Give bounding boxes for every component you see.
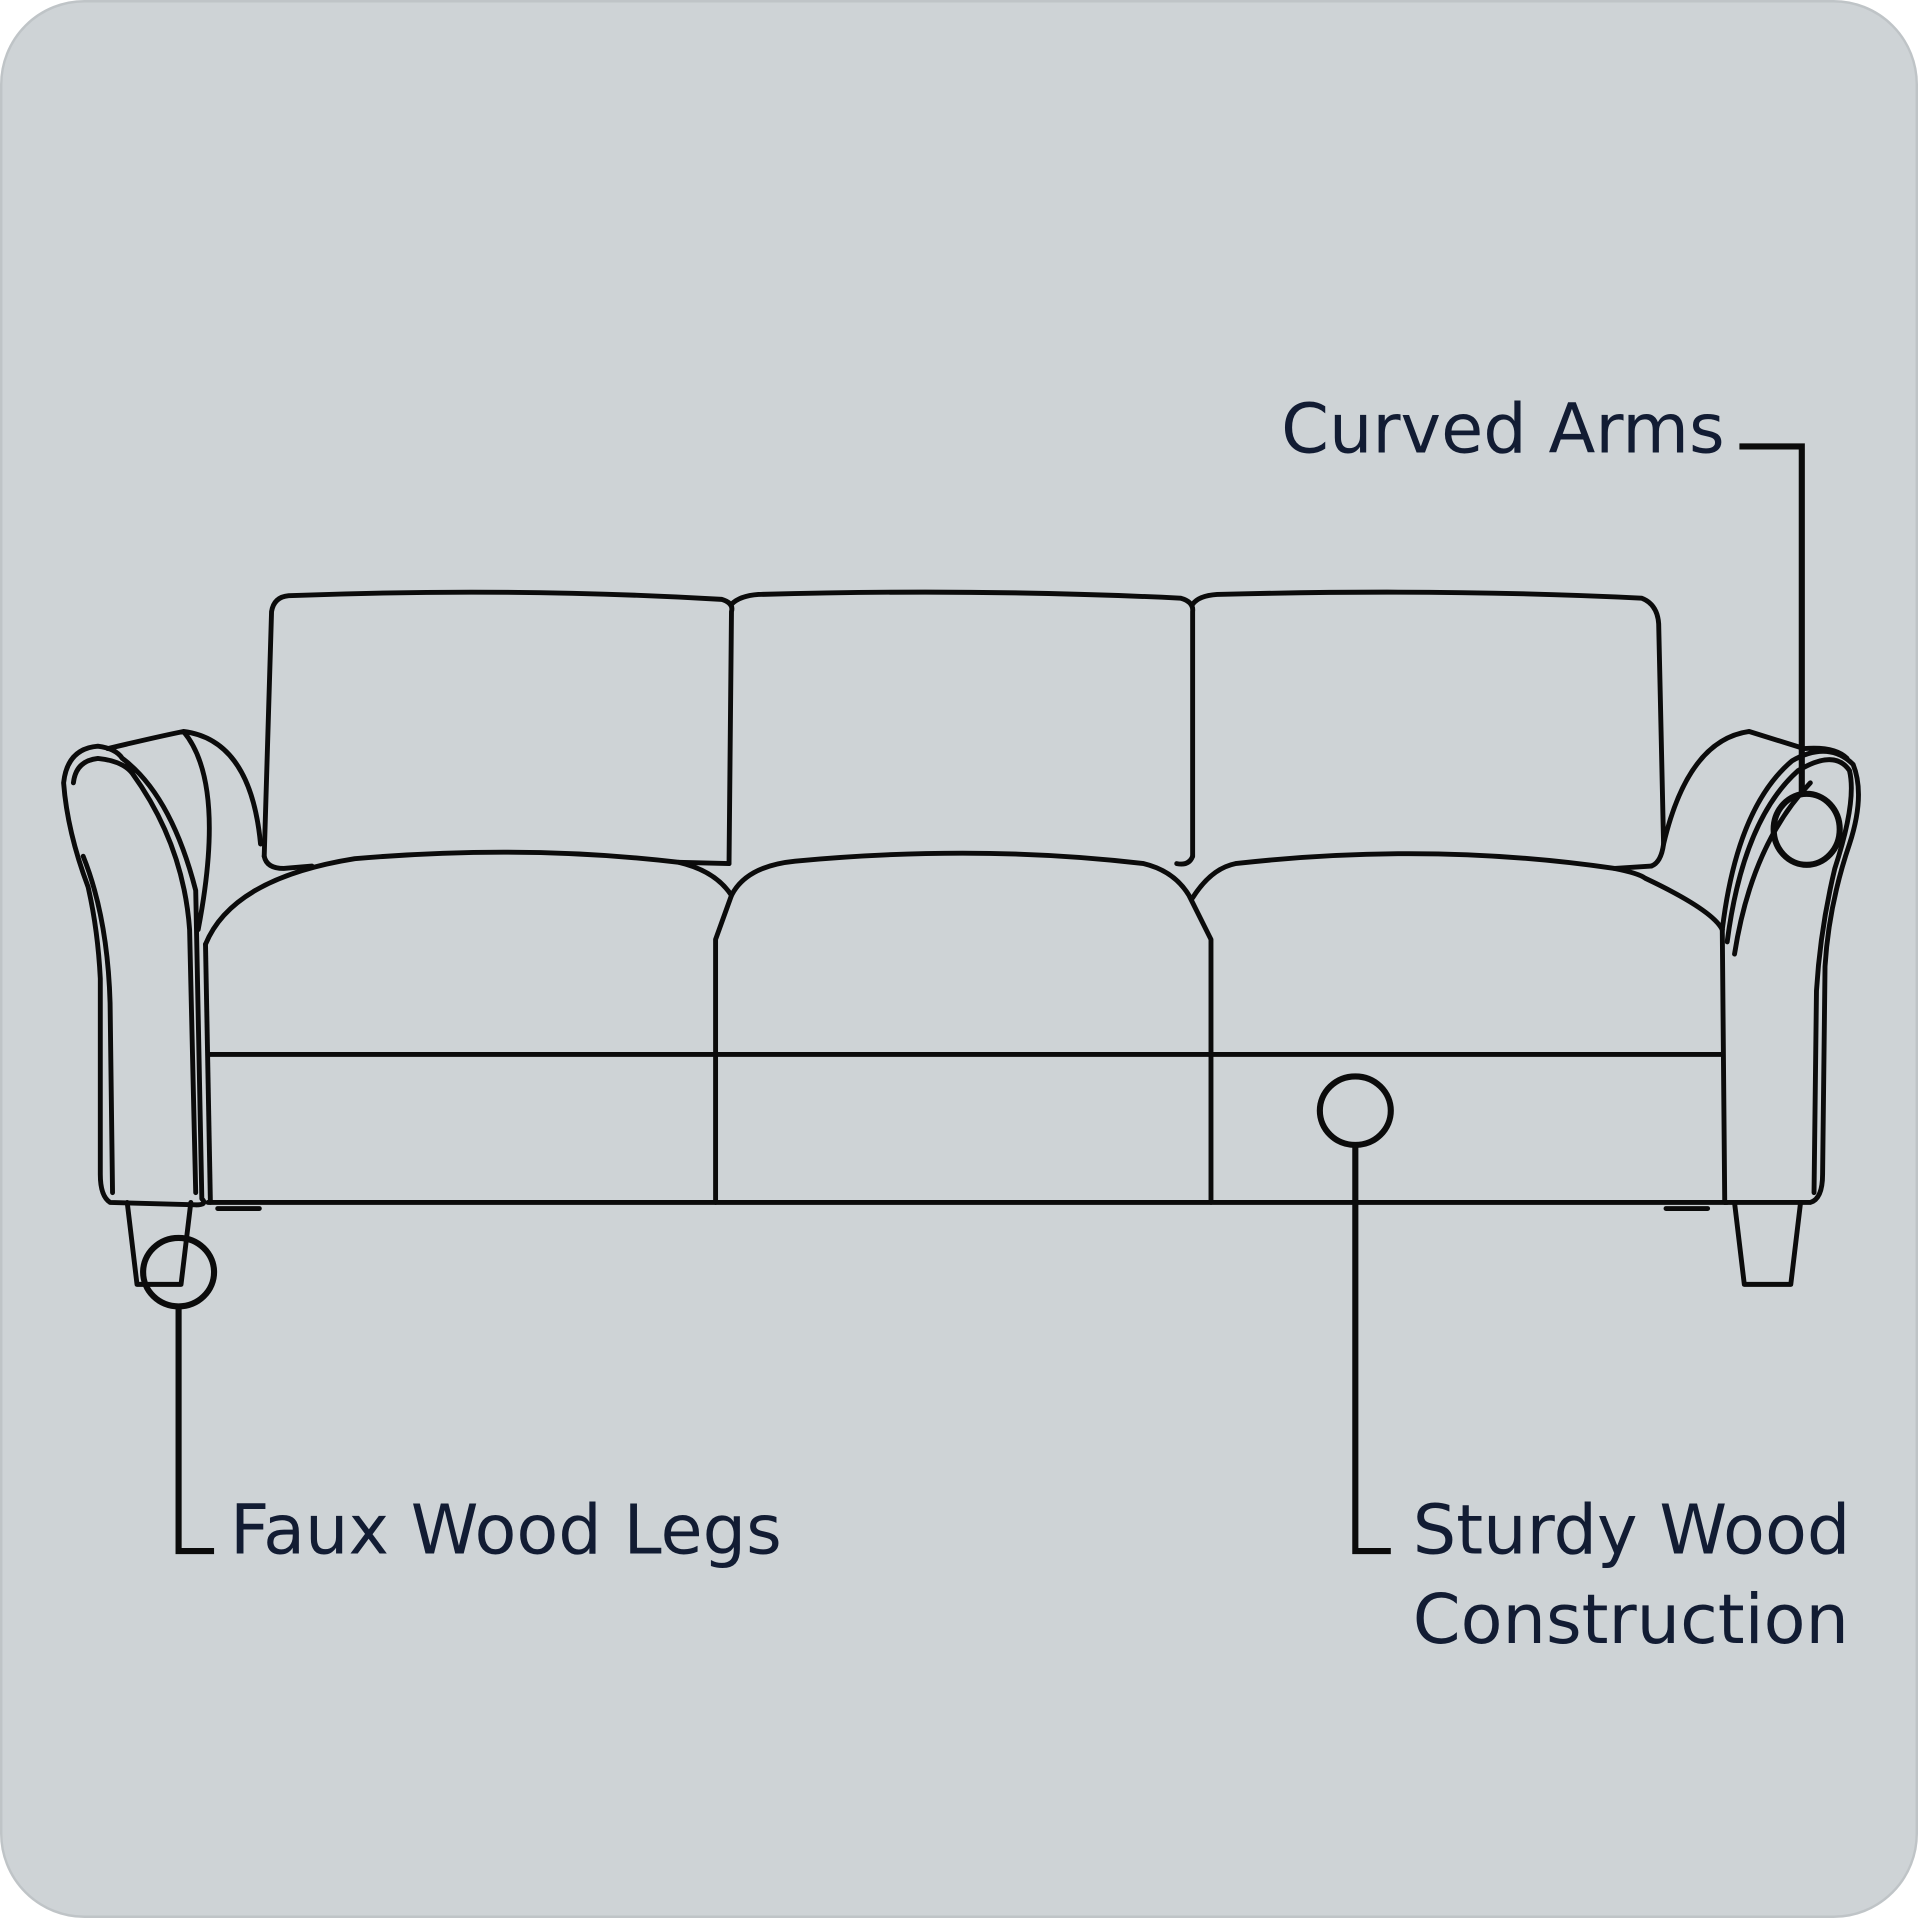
callout-faux-wood-legs: Faux Wood Legs [140, 1234, 782, 1570]
seat-cushion-left [203, 849, 734, 1205]
curved-arms-label: Curved Arms [1281, 390, 1725, 470]
left-leg [124, 1199, 194, 1287]
right-leg [1732, 1199, 1804, 1287]
left-arm [61, 729, 263, 1208]
right-arm [1661, 729, 1861, 1205]
seat-cushion-right [1190, 851, 1725, 933]
back-cushion-middle [729, 589, 1196, 859]
faux-wood-legs-label: Faux Wood Legs [230, 1490, 782, 1570]
sturdy-wood-label-line2: Construction [1413, 1580, 1849, 1660]
callout-sturdy-wood-construction: Sturdy Wood Construction [1316, 1073, 1851, 1660]
seat-cushion-middle [729, 850, 1214, 1205]
sturdy-wood-label-line1: Sturdy Wood [1413, 1490, 1851, 1570]
back-cushion-left [261, 589, 735, 867]
callout-curved-arms: Curved Arms [1281, 390, 1843, 868]
sofa-illustration [61, 589, 1861, 1287]
